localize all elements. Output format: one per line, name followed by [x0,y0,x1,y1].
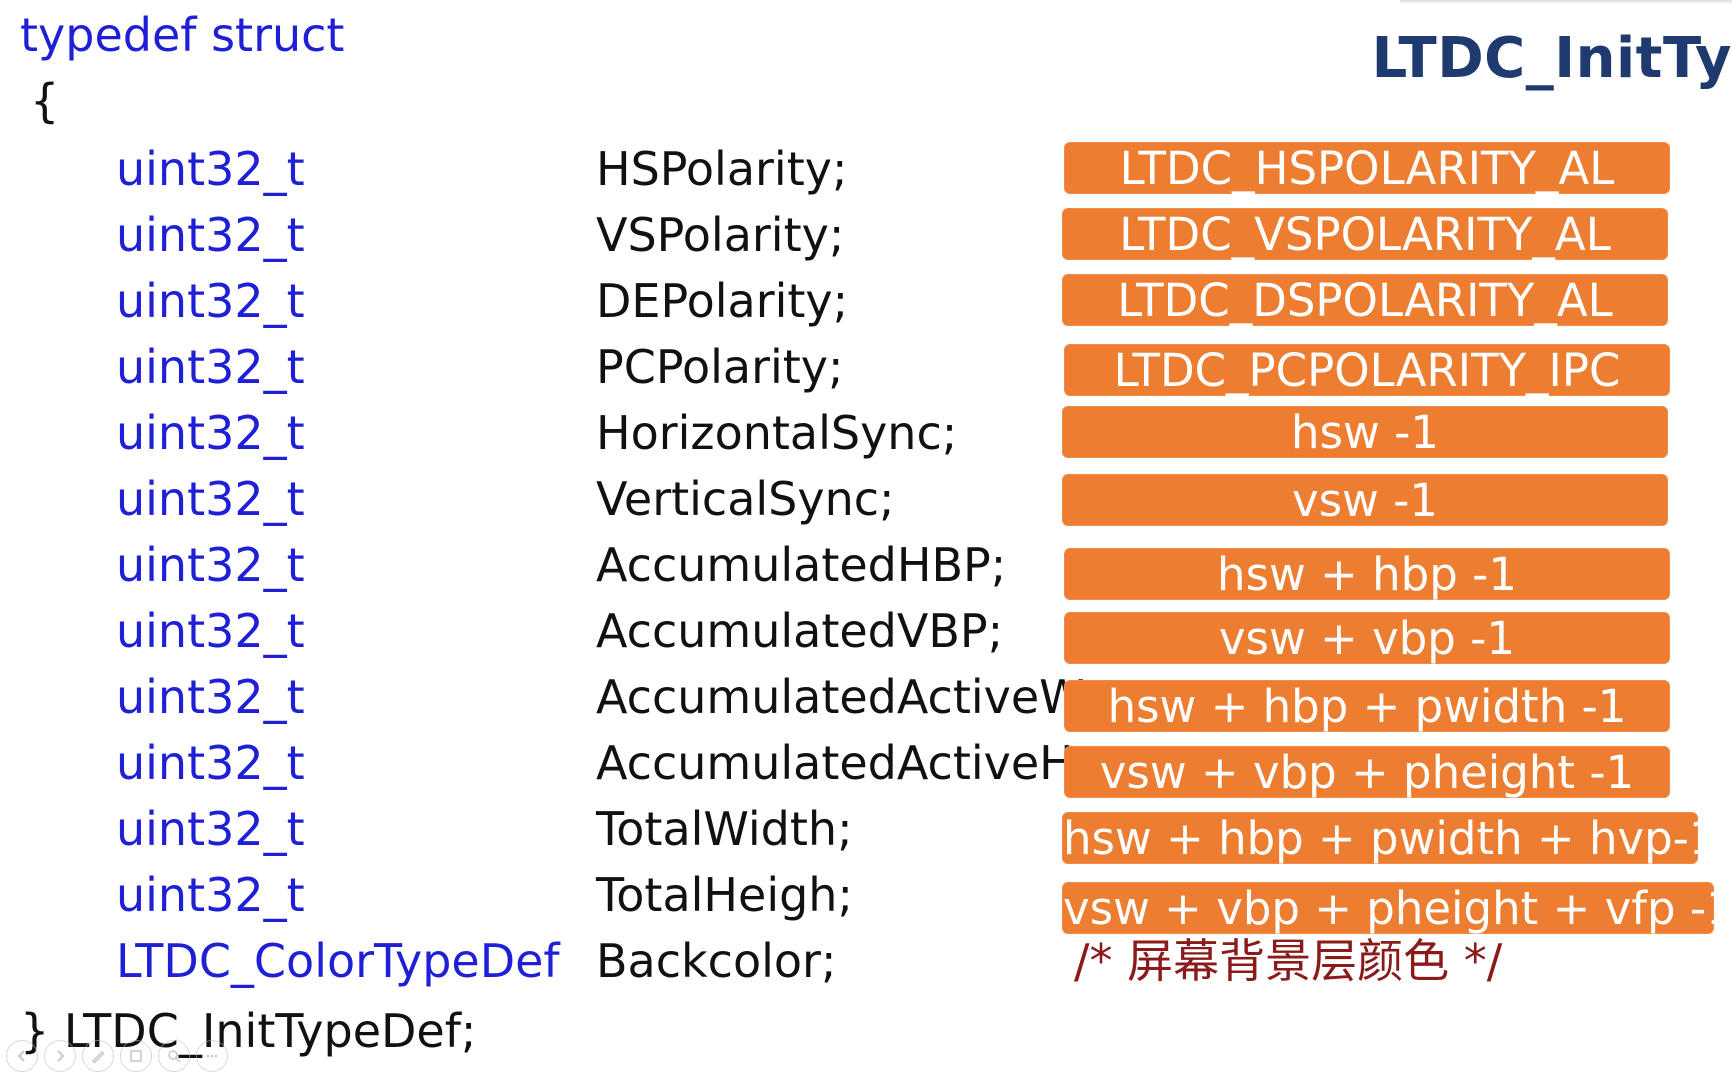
member-field: TotalWidth; [596,802,853,856]
struct-member-row: uint32_t AccumulatedActiveH; vsw + vbp +… [0,730,1732,799]
member-value-box: LTDC_HSPOLARITY_AL [1064,142,1670,195]
member-field: HorizontalSync; [596,406,958,460]
member-value-box: hsw + hbp + pwidth -1 [1064,680,1670,733]
member-field: VSPolarity; [596,208,845,262]
member-type: uint32_t [116,868,305,922]
member-value-box: hsw + hbp + pwidth + hvp-1 [1062,812,1718,865]
prev-icon[interactable] [6,1040,38,1072]
member-field: AccumulatedHBP; [596,538,1007,592]
struct-member-row: uint32_t AccumulatedVBP; vsw + vbp -1 [0,598,1732,665]
slideshow-controls [6,1038,228,1074]
member-comment: /* 屏幕背景层颜色 */ [1074,934,1503,988]
code-open-brace: { [30,74,60,128]
member-field: PCPolarity; [596,340,844,394]
member-value-box: LTDC_VSPOLARITY_AL [1062,208,1668,261]
more-icon[interactable] [196,1040,228,1072]
member-value-box: hsw -1 [1062,406,1668,459]
member-type: uint32_t [116,604,305,658]
struct-member-row: uint32_t TotalHeigh; vsw + vbp + pheight… [0,862,1732,935]
member-type: uint32_t [116,406,305,460]
struct-member-row: uint32_t TotalWidth; hsw + hbp + pwidth … [0,796,1732,865]
struct-member-row: uint32_t VSPolarity; LTDC_VSPOLARITY_AL [0,202,1732,268]
struct-member-row: uint32_t HorizontalSync; hsw -1 [0,400,1732,466]
member-field: VerticalSync; [596,472,895,526]
member-field: DEPolarity; [596,274,849,328]
struct-member-row: uint32_t AccumulatedHBP; hsw + hbp -1 [0,532,1732,601]
member-type: uint32_t [116,274,305,328]
member-value-box: LTDC_PCPOLARITY_IPC [1064,344,1670,397]
member-type: uint32_t [116,538,305,592]
member-value-box: LTDC_DSPOLARITY_AL [1062,274,1668,327]
member-value-box: hsw + hbp -1 [1064,548,1670,601]
member-value-box: vsw -1 [1062,474,1668,527]
struct-member-row: uint32_t VerticalSync; vsw -1 [0,466,1732,532]
member-type: uint32_t [116,142,305,196]
member-type: uint32_t [116,736,305,790]
struct-member-row: uint32_t PCPolarity; LTDC_PCPOLARITY_IPC [0,334,1732,400]
member-type: uint32_t [116,670,305,724]
struct-member-row: uint32_t AccumulatedActiveW; hsw + hbp +… [0,664,1732,733]
struct-member-row: uint32_t DEPolarity; LTDC_DSPOLARITY_AL [0,268,1732,334]
member-value-box: vsw + vbp + pheight -1 [1064,746,1670,799]
member-type: uint32_t [116,802,305,856]
member-type: uint32_t [116,340,305,394]
pen-icon[interactable] [82,1040,114,1072]
member-field: AccumulatedActiveH; [596,736,1090,790]
code-typedef-line: typedef struct [20,8,345,62]
member-field: AccumulatedVBP; [596,604,1004,658]
member-type: uint32_t [116,472,305,526]
member-field: AccumulatedActiveW; [596,670,1101,724]
slide-title: LTDC_InitTy [1371,26,1732,91]
struct-member-row: uint32_t HSPolarity; LTDC_HSPOLARITY_AL [0,136,1732,202]
next-icon[interactable] [44,1040,76,1072]
member-type: uint32_t [116,208,305,262]
member-field: HSPolarity; [596,142,848,196]
zoom-icon[interactable] [158,1040,190,1072]
struct-member-row: LTDC_ColorTypeDef Backcolor; /* 屏幕背景层颜色 … [0,928,1732,994]
member-field: TotalHeigh; [596,868,853,922]
menu-icon[interactable] [120,1040,152,1072]
member-value-box: vsw + vbp + pheight + vfp -1 [1062,882,1732,935]
member-value-box: vsw + vbp -1 [1064,612,1670,665]
member-field: Backcolor; [596,934,837,988]
slide-top-shadow [1400,0,1732,4]
member-type: LTDC_ColorTypeDef [116,934,560,988]
